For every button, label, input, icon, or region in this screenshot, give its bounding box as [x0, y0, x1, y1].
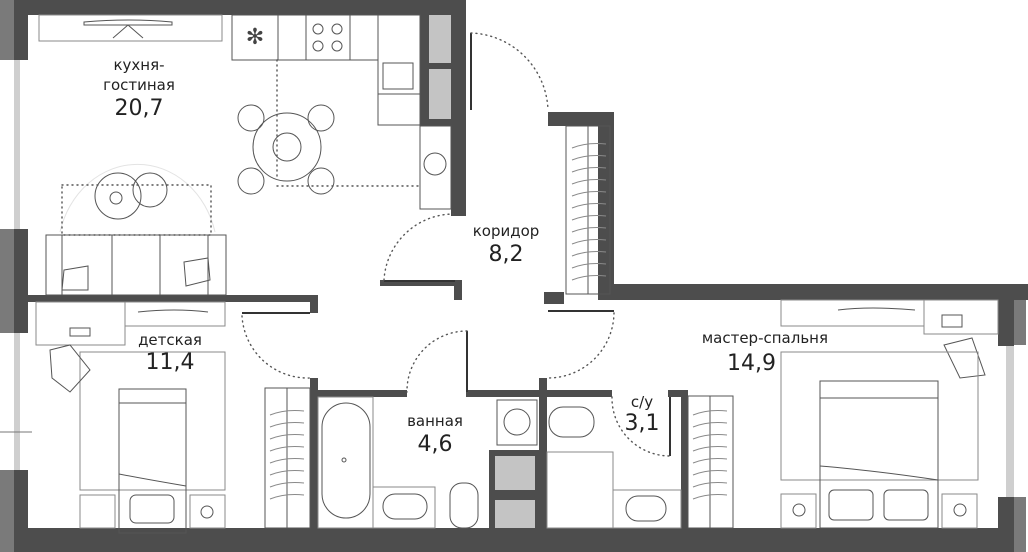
room-area: 3,1 — [624, 411, 660, 436]
room-name: кухня- — [113, 56, 165, 74]
bathroom-furniture — [317, 396, 682, 529]
room-label-kitchen-living: кухня- гостиная 20,7 — [84, 56, 194, 122]
room-label-kids: детская 11,4 — [125, 331, 215, 376]
svg-text:✻: ✻ — [246, 25, 264, 50]
master-bedroom-furniture — [687, 299, 999, 529]
doors — [241, 32, 671, 457]
kids-room-furniture — [35, 301, 311, 534]
room-label-corridor: коридор 8,2 — [456, 222, 556, 268]
kitchen-living-furniture: ✻ — [38, 14, 452, 296]
room-label-bathroom: ванная 4,6 — [390, 412, 480, 458]
room-name: коридор — [472, 222, 540, 240]
room-name: с/у — [630, 393, 654, 411]
room-area: 8,2 — [488, 242, 524, 267]
room-label-master-bedroom: мастер-спальня 14,9 — [688, 329, 828, 377]
room-name: детская — [138, 331, 202, 349]
room-name: гостиная — [103, 76, 175, 94]
room-area: 4,6 — [417, 432, 453, 457]
room-name: мастер-спальня — [701, 329, 828, 347]
room-area: 11,4 — [145, 350, 195, 375]
room-name: ванная — [407, 412, 463, 430]
room-area: 14,9 — [727, 351, 776, 376]
room-area: 20,7 — [114, 96, 164, 121]
room-label-wc: с/у 3,1 — [612, 393, 672, 437]
corridor-wardrobe — [565, 125, 611, 295]
